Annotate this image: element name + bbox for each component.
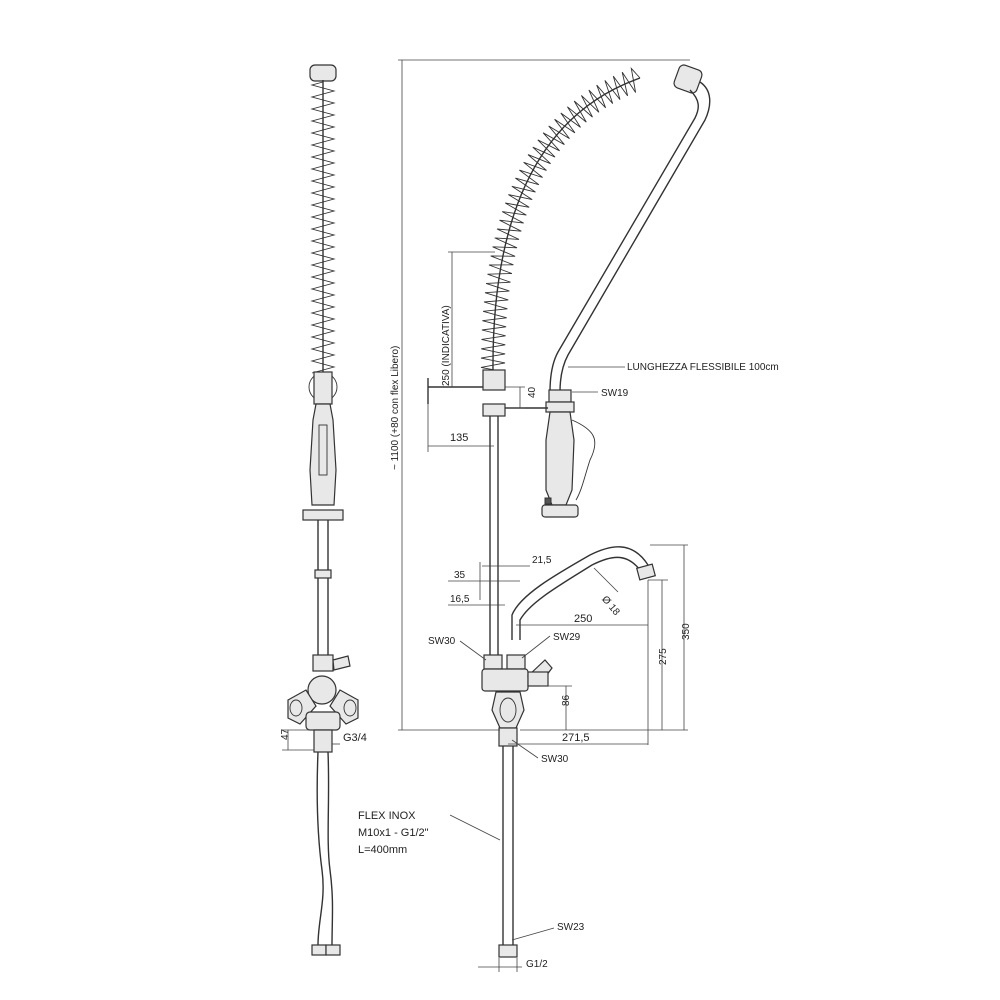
- front-spray-handle: [545, 411, 575, 506]
- dim-271-5-text: 271,5: [562, 732, 590, 744]
- sw23-leader: [511, 927, 555, 941]
- dim-135-text: 135: [450, 432, 468, 444]
- flex-length-label: LUNGHEZZA FLESSIBILE 100cm: [627, 362, 779, 373]
- side-spring: [310, 81, 336, 374]
- front-spray-head: [545, 401, 575, 413]
- front-spray-nut: [548, 389, 572, 403]
- front-mixer-body: [481, 668, 529, 692]
- front-spout-inner: [519, 556, 642, 640]
- side-view: 47 G3/4: [280, 64, 367, 956]
- front-nut-left: [483, 654, 503, 670]
- sw29-label: SW29: [553, 632, 581, 643]
- front-lower-knob: [499, 697, 517, 723]
- flex-note-line3: L=400mm: [358, 844, 407, 856]
- side-inlet: [313, 729, 333, 753]
- side-spray-handle: [309, 403, 337, 506]
- front-inlet: [498, 727, 518, 747]
- front-spout-outer: [511, 546, 651, 640]
- front-spring-core: [492, 77, 641, 373]
- sw19-label: SW19: [601, 388, 629, 399]
- front-nut-right: [506, 654, 526, 670]
- front-clamp-lower: [482, 403, 506, 417]
- side-hose-nut-right: [325, 944, 341, 956]
- sw30-upper-label: SW30: [428, 636, 456, 647]
- front-spout-aerator: [635, 563, 657, 581]
- flex-note-line2: M10x1 - G1/2": [358, 827, 429, 839]
- sw29-leader: [521, 635, 551, 659]
- front-spray-nozzle: [541, 504, 579, 518]
- dim-250-text: 250: [574, 613, 592, 625]
- front-lower-body: [491, 691, 525, 729]
- dim-total-text: ~ 1100 (+80 con flex Libero): [390, 346, 401, 470]
- g34-label: G3/4: [343, 732, 367, 744]
- side-spring-clamp: [313, 371, 333, 405]
- g12-label: G1/2: [526, 959, 548, 970]
- front-flex-arm: [559, 81, 711, 393]
- dim-350-text: 350: [681, 623, 692, 640]
- front-spray-button: [544, 497, 552, 505]
- side-handle-left-knob: [289, 699, 303, 717]
- side-pillar-joint: [314, 569, 332, 579]
- side-head: [312, 654, 334, 672]
- front-spring: [480, 66, 641, 373]
- flex-note-line1: FLEX INOX: [358, 810, 416, 822]
- side-body-base: [305, 711, 341, 731]
- side-flex-hose-right: [327, 751, 334, 946]
- front-spring-top-cap: [673, 64, 703, 94]
- side-hose-nut-left: [311, 944, 327, 956]
- dim-86-text: 86: [561, 694, 572, 706]
- sw30-lower-leader: [511, 739, 539, 759]
- side-body: [307, 675, 337, 705]
- dim-47-text: 47: [280, 728, 291, 740]
- front-lever-hub: [527, 671, 549, 687]
- dim-35-text: 35: [454, 570, 466, 581]
- side-spring-top-cap: [309, 64, 337, 82]
- dim-16-5-text: 16,5: [450, 594, 470, 605]
- flex-note-leader: [449, 814, 501, 841]
- dim-250i-text: 250 (INDICATIVA): [441, 305, 452, 386]
- sw30-upper-leader: [459, 640, 487, 661]
- dim-dia-text: Ø 18: [599, 594, 622, 618]
- side-lever: [332, 655, 351, 671]
- side-pillar-collar: [302, 509, 344, 521]
- front-flex-nut: [498, 944, 518, 958]
- sw23-label: SW23: [557, 922, 585, 933]
- sw30-lower-label: SW30: [541, 754, 569, 765]
- side-flex-hose-left: [316, 751, 324, 946]
- side-spray-grip: [318, 424, 328, 476]
- front-spray-trigger: [571, 419, 596, 501]
- front-view: ~ 1100 (+80 con flex Libero) 250 (INDICA…: [358, 59, 779, 972]
- dim-21-5-text: 21,5: [532, 555, 552, 566]
- side-handle-right-knob: [343, 699, 357, 717]
- dim-275-text: 275: [658, 648, 669, 665]
- front-clamp-upper: [482, 369, 506, 391]
- dim-40-text: 40: [527, 386, 538, 398]
- front-flex-arm-inner: [549, 89, 699, 393]
- dim-dia-leader: [593, 567, 619, 593]
